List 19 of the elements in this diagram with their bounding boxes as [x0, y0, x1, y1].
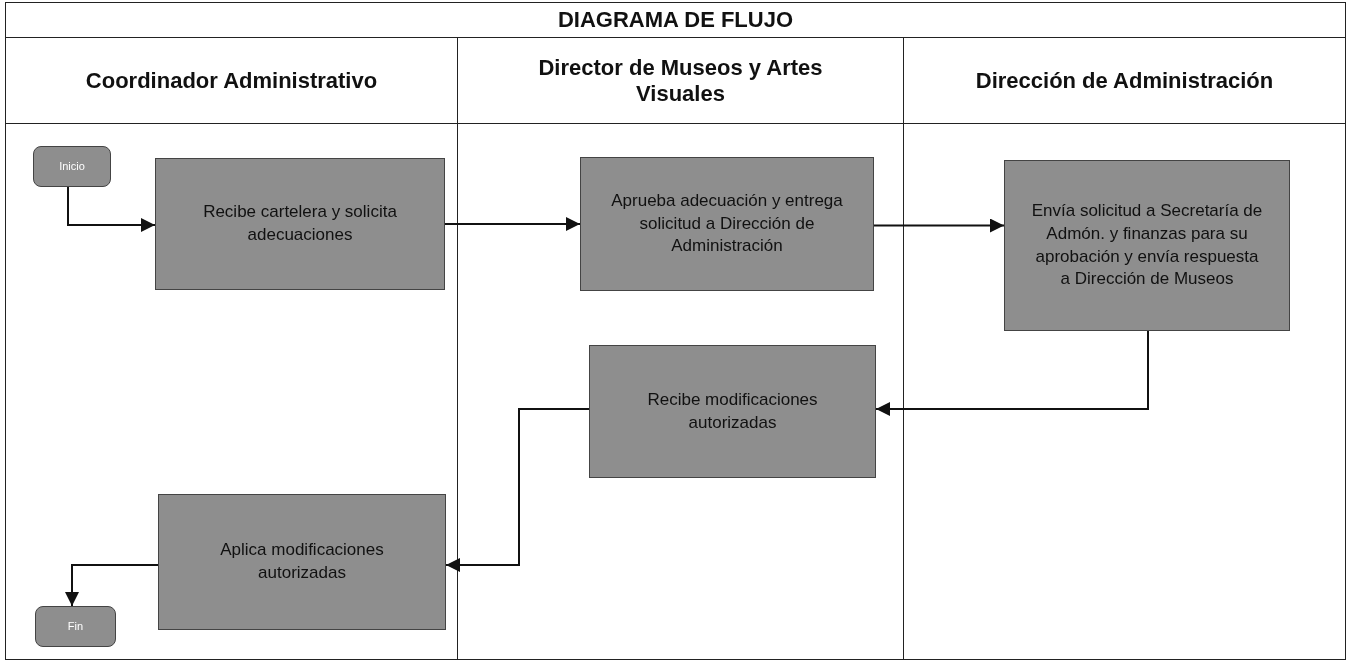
- arrow: [445, 408, 590, 572]
- swimlane: [5, 37, 458, 660]
- arrow: [873, 218, 1005, 233]
- process-box: Aprueba adecuación y entrega solicitud a Dirección de Administración: [580, 157, 874, 291]
- arrow: [67, 186, 156, 232]
- lane-header: Director de Museos y Artes Visuales: [458, 38, 903, 124]
- lane-header: Coordinador Administrativo: [6, 38, 457, 124]
- diagram-title: DIAGRAMA DE FLUJO: [5, 2, 1346, 38]
- lane-header: Dirección de Administración: [904, 38, 1345, 124]
- arrow: [875, 330, 1149, 416]
- terminator-box: Fin: [35, 606, 116, 647]
- process-box: Aplica modificaciones autorizadas: [158, 494, 446, 630]
- arrow: [444, 217, 581, 231]
- process-box: Recibe modificaciones autorizadas: [589, 345, 876, 478]
- process-box: Recibe cartelera y solicita adecuaciones: [155, 158, 445, 290]
- swimlane: [903, 37, 1346, 660]
- terminator-box: Inicio: [33, 146, 111, 187]
- arrow: [65, 564, 159, 607]
- process-box: Envía solicitud a Secretaría de Admón. y finanzas para su aprobación y envía respuesta a Dirección de Museos: [1004, 160, 1290, 331]
